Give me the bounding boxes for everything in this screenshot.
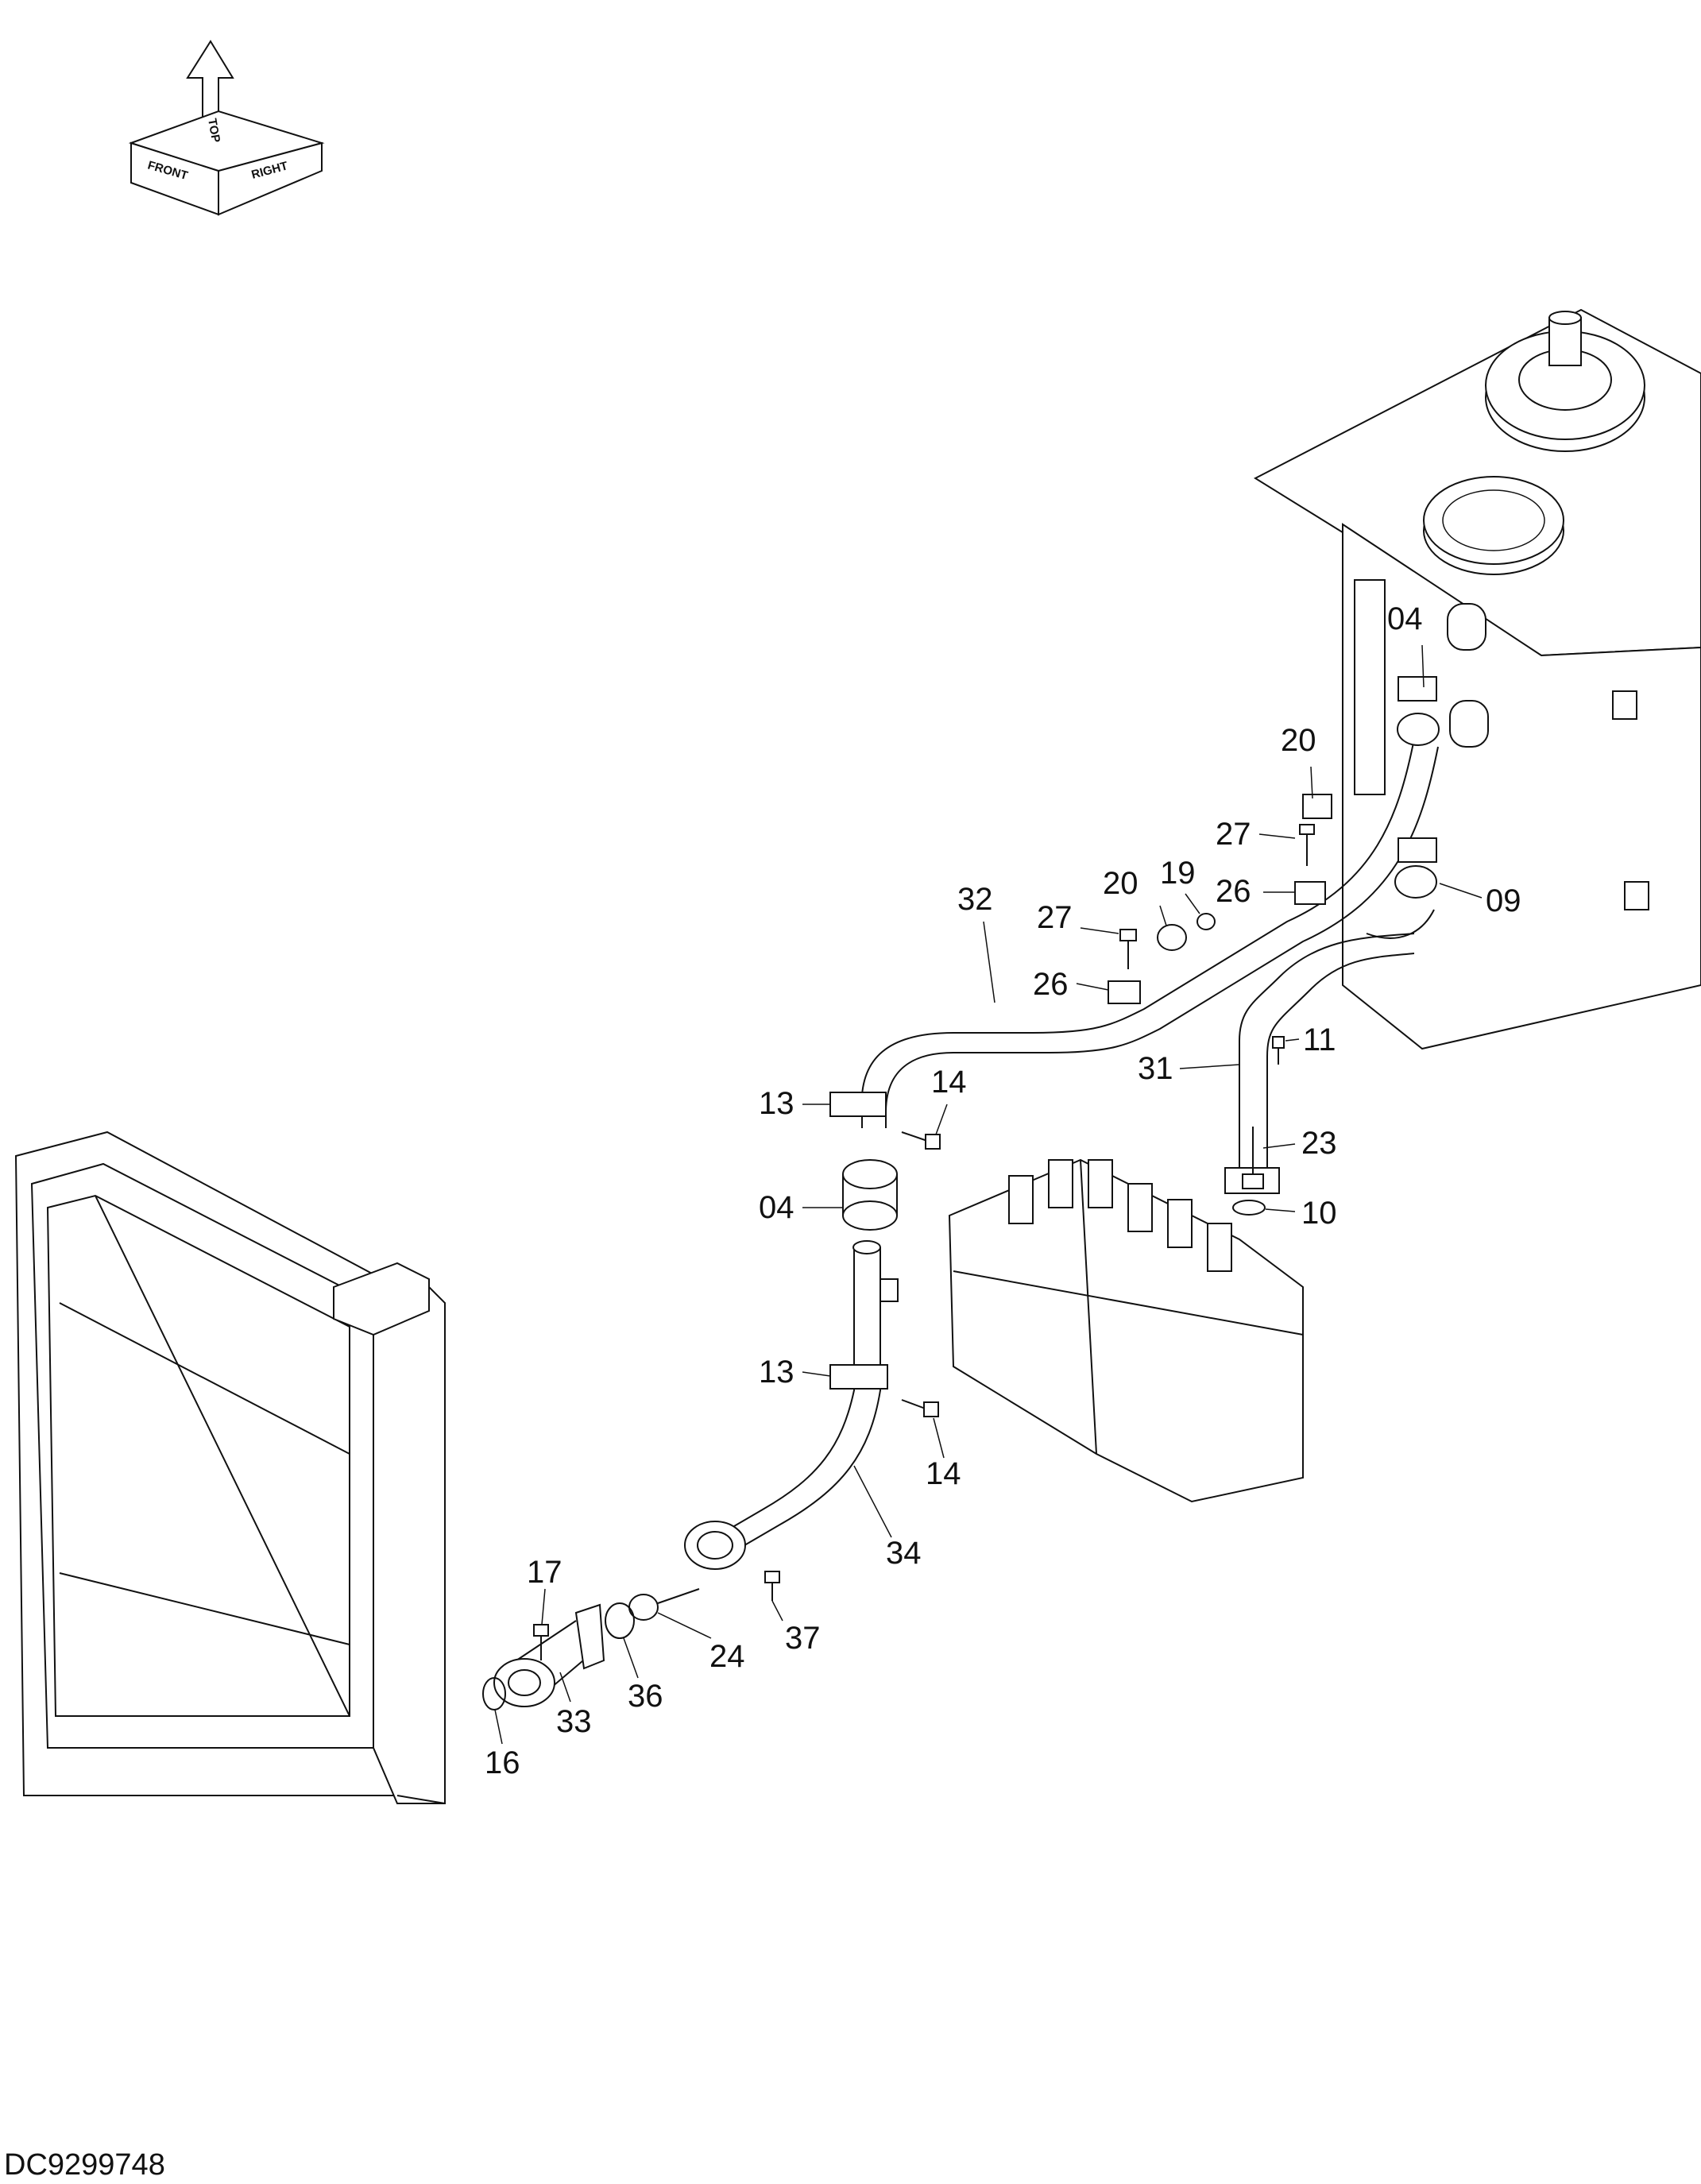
bolt-11	[1272, 1036, 1285, 1065]
callout-20-top: 20	[1281, 723, 1316, 758]
pipe-34-flange	[684, 1521, 746, 1570]
leader-13-bot	[802, 1371, 831, 1377]
bolt-27-mid	[1119, 929, 1137, 969]
compass-top-label: TOP	[205, 118, 222, 144]
bolt-17	[533, 1624, 549, 1660]
callout-32: 32	[957, 882, 993, 917]
leader-lines	[494, 644, 1483, 1745]
callout-26-top: 26	[1216, 874, 1251, 909]
leader-20-top	[1310, 766, 1313, 799]
bracket-26-mid	[1108, 980, 1141, 1004]
callout-13-bot: 13	[759, 1355, 794, 1390]
callout-31: 31	[1138, 1051, 1173, 1086]
callout-13-top: 13	[759, 1086, 794, 1121]
callout-33: 33	[556, 1704, 592, 1739]
pipe-34	[714, 1240, 899, 1554]
callout-09: 09	[1486, 883, 1521, 918]
fitting-20-mid	[1157, 924, 1187, 951]
callout-labels: 04 20 27 26 09 32 20 19 27 26 11 31 13 1…	[485, 601, 1521, 1780]
o-ring-16	[482, 1677, 506, 1710]
leader-17	[541, 1588, 546, 1625]
leader-23	[1262, 1143, 1296, 1149]
leader-10	[1265, 1208, 1296, 1212]
leader-14-top	[935, 1104, 948, 1135]
callout-27-mid: 27	[1037, 900, 1073, 935]
leader-19	[1185, 893, 1200, 914]
leader-26-mid	[1076, 983, 1109, 991]
leader-37	[771, 1600, 783, 1622]
orientation-compass: FRONT TOP RIGHT	[128, 40, 325, 216]
callout-27-top: 27	[1216, 817, 1251, 852]
clamp-09	[1394, 837, 1437, 899]
clamp-04-upper	[1397, 676, 1440, 746]
callout-20-mid: 20	[1103, 866, 1139, 901]
callout-04-mid: 04	[759, 1190, 794, 1225]
callout-26-mid: 26	[1033, 967, 1069, 1002]
callout-24: 24	[709, 1639, 745, 1674]
control-valve	[948, 1158, 1304, 1503]
drawing-number: DC9299748	[4, 2148, 165, 2182]
callout-34: 34	[886, 1536, 922, 1571]
bolt-23	[1242, 1127, 1264, 1189]
clamp-13-upper	[829, 1092, 887, 1117]
leader-11	[1285, 1038, 1300, 1042]
clamp-13-lower	[829, 1364, 888, 1390]
radiator-frame	[14, 1131, 446, 1804]
callout-16: 16	[485, 1745, 520, 1780]
tank-cover-upper	[1485, 311, 1645, 452]
leader-31	[1179, 1064, 1240, 1069]
tank-port-1	[1447, 603, 1486, 651]
tank-port-2	[1449, 700, 1489, 748]
leader-34	[853, 1465, 892, 1538]
bolt-14-upper	[901, 1131, 941, 1150]
callout-19: 19	[1160, 856, 1196, 891]
leader-27-top	[1258, 833, 1296, 839]
callout-37: 37	[785, 1621, 821, 1656]
leader-09	[1439, 883, 1483, 899]
callout-14-top: 14	[931, 1065, 967, 1100]
o-ring-36	[605, 1602, 635, 1639]
leader-32	[983, 921, 995, 1003]
o-ring-10	[1232, 1200, 1266, 1216]
callout-04-top: 04	[1387, 601, 1423, 636]
leader-36	[623, 1637, 639, 1679]
tank-manifold-block	[1354, 579, 1386, 795]
bolt-27-upper	[1299, 824, 1315, 866]
callout-11: 11	[1303, 1022, 1336, 1057]
leader-20-mid	[1159, 905, 1167, 926]
leader-27-mid	[1080, 927, 1119, 934]
bolt-37	[764, 1571, 780, 1601]
fitting-19	[1196, 913, 1216, 930]
tank-cover-lower	[1423, 476, 1564, 575]
callout-23: 23	[1301, 1126, 1337, 1161]
tank-bracket-1	[1612, 690, 1637, 720]
bolt-14-lower	[901, 1399, 939, 1417]
leader-33	[559, 1672, 571, 1703]
clamp-04-mid	[842, 1159, 898, 1231]
callout-36: 36	[628, 1679, 663, 1714]
leader-24	[657, 1612, 712, 1639]
bracket-26-upper	[1294, 881, 1326, 905]
callout-14-bot: 14	[926, 1456, 961, 1491]
callout-10: 10	[1301, 1196, 1337, 1231]
leader-04-top	[1421, 644, 1425, 688]
pipe-33	[493, 1603, 605, 1707]
fitting-20-upper	[1302, 794, 1332, 819]
leader-14-bot	[933, 1417, 945, 1459]
leader-16	[494, 1709, 503, 1745]
tank-bracket-2	[1624, 881, 1649, 910]
callout-17: 17	[527, 1555, 562, 1590]
hydraulic-tank	[1253, 308, 1701, 1050]
